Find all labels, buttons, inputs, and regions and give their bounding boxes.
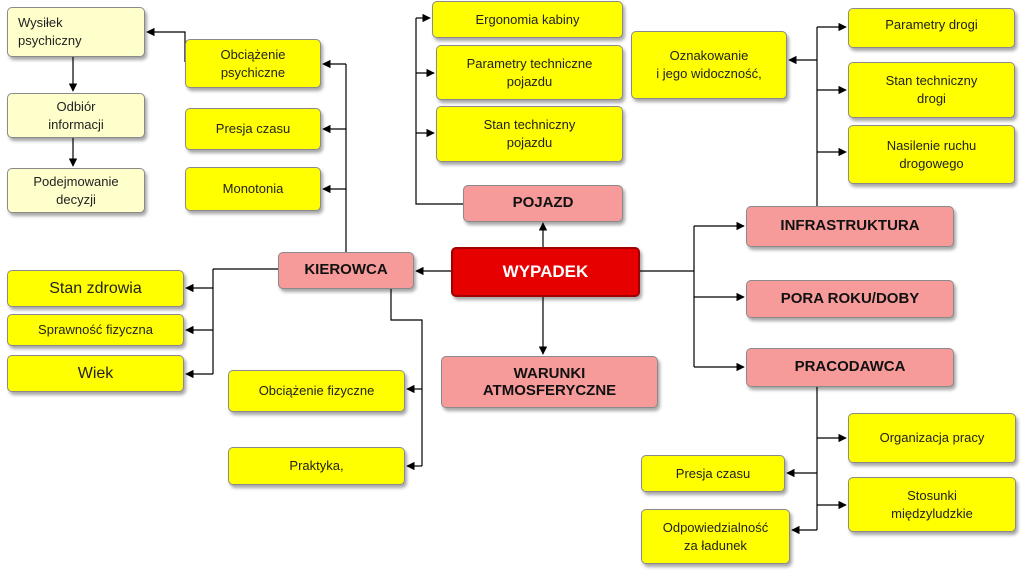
category-kierowca: KIEROWCA: [278, 252, 414, 289]
center-node-wypadek: WYPADEK: [451, 247, 640, 297]
node-wiek: Wiek: [7, 355, 184, 392]
category-pojazd: POJAZD: [463, 185, 623, 222]
node-presja-czasu-kierowca: Presja czasu: [185, 108, 321, 150]
node-podejmowanie-decyzji: Podejmowanie decyzji: [7, 168, 145, 213]
node-stan-techniczny-drogi: Stan techniczny drogi: [848, 62, 1015, 118]
line-pojazd-trunk: [415, 18, 463, 205]
node-sprawnosc-fizyczna: Sprawność fizyczna: [7, 314, 184, 346]
node-parametry-techniczne-pojazdu: Parametry techniczne pojazdu: [436, 45, 623, 100]
line-kierowca-down: [390, 289, 423, 466]
node-odbior-informacji: Odbiór informacji: [7, 93, 145, 138]
category-pora-roku-doby: PORA ROKU/DOBY: [746, 280, 954, 318]
node-obciazenie-fizyczne: Obciążenie fizyczne: [228, 370, 405, 412]
node-wysilek-psychiczny: Wysiłek psychiczny: [7, 7, 145, 57]
node-nasilenie-ruchu: Nasilenie ruchu drogowego: [848, 125, 1015, 184]
node-organizacja-pracy: Organizacja pracy: [848, 413, 1016, 463]
node-stosunki-miedzyludzkie: Stosunki międzyludzkie: [848, 477, 1016, 532]
node-stan-techniczny-pojazdu: Stan techniczny pojazdu: [436, 106, 623, 162]
category-pracodawca: PRACODAWCA: [746, 348, 954, 387]
node-odpowiedzialnosc-za-ladunek: Odpowiedzialność za ładunek: [641, 509, 790, 564]
node-ergonomia-kabiny: Ergonomia kabiny: [432, 1, 623, 38]
category-infrastruktura: INFRASTRUKTURA: [746, 206, 954, 247]
node-monotonia: Monotonia: [185, 167, 321, 211]
node-stan-zdrowia: Stan zdrowia: [7, 270, 184, 307]
node-presja-czasu-pracodawca: Presja czasu: [641, 455, 785, 492]
arrow-to-wysilek: [146, 27, 186, 62]
node-parametry-drogi: Parametry drogi: [848, 8, 1015, 48]
node-praktyka: Praktyka,: [228, 447, 405, 485]
node-obciazenie-psychiczne: Obciążenie psychiczne: [185, 39, 321, 88]
node-oznakowanie: Oznakowanie i jego widoczność,: [631, 31, 787, 99]
category-warunki-atmosferyczne: WARUNKI ATMOSFERYCZNE: [441, 356, 658, 408]
